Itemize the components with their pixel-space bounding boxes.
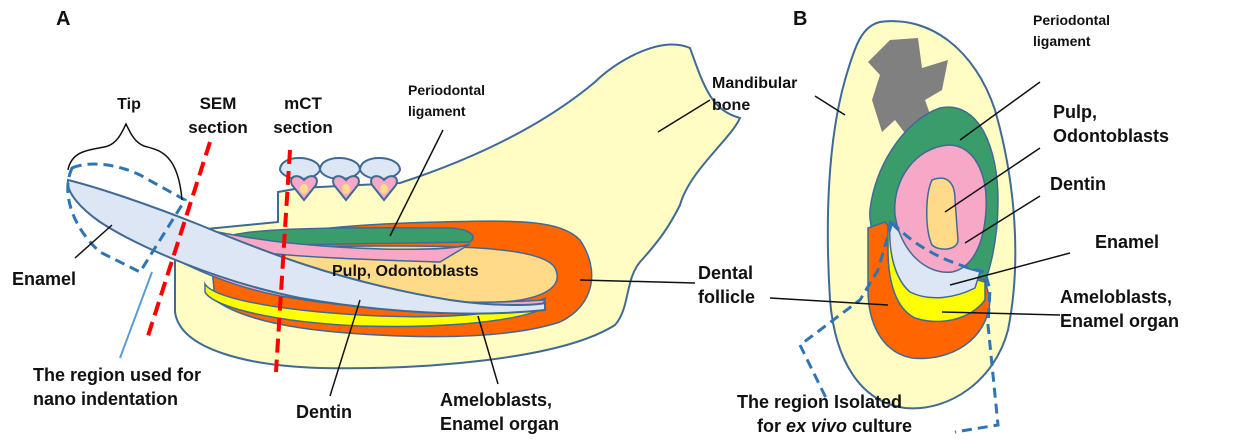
- label-isolated-region-2: for ex vivo culture: [757, 416, 912, 436]
- label-pulp-a: Pulp, Odontoblasts: [332, 263, 479, 280]
- label-ameloblast-a-2: Enamel organ: [440, 414, 559, 434]
- label-periodontal-a-1: Periodontal: [408, 82, 485, 98]
- label-pulp-b-1: Pulp,: [1053, 102, 1097, 122]
- label-ameloblast-b-2: Enamel organ: [1060, 311, 1179, 331]
- label-dentin-a: Dentin: [296, 402, 352, 422]
- panel-a-letter: A: [56, 8, 70, 30]
- panel-b-letter: B: [793, 8, 807, 30]
- pulp-b: [927, 178, 958, 249]
- label-sem-section-1: SEM: [200, 94, 237, 113]
- label-ameloblast-a-1: Ameloblasts,: [440, 390, 552, 410]
- molar-teeth: [280, 158, 400, 200]
- label-nano-region-2: nano indentation: [33, 389, 178, 409]
- panel-b: B Periodontal ligament Pulp, Odontoblast…: [737, 8, 1179, 436]
- label-follicle-1: Dental: [698, 263, 753, 283]
- label-culture-suffix: culture: [847, 416, 912, 436]
- label-pulp-b-2: Odontoblasts: [1053, 126, 1169, 146]
- label-dentin-b: Dentin: [1050, 174, 1106, 194]
- label-ameloblast-b-1: Ameloblasts,: [1060, 287, 1172, 307]
- label-mandibular-1: Mandibular: [712, 75, 797, 92]
- label-enamel-b: Enamel: [1095, 232, 1159, 252]
- label-culture-italic: ex vivo: [786, 416, 847, 436]
- label-periodontal-a-2: ligament: [408, 103, 466, 119]
- label-culture-prefix: for: [757, 416, 786, 436]
- label-mct-section-2: section: [273, 118, 333, 137]
- label-follicle-2: follicle: [698, 287, 755, 307]
- label-periodontal-b-2: ligament: [1033, 33, 1091, 49]
- label-nano-region-1: The region used for: [33, 365, 201, 385]
- label-mct-section-1: mCT: [284, 94, 322, 113]
- label-mandibular-2: bone: [712, 97, 750, 114]
- nano-region-leader: [120, 272, 152, 358]
- label-enamel-a: Enamel: [12, 269, 76, 289]
- panel-a: A: [12, 8, 797, 434]
- label-sem-section-2: section: [188, 118, 248, 137]
- label-isolated-region-1: The region Isolated: [737, 392, 902, 412]
- label-periodontal-b-1: Periodontal: [1033, 12, 1110, 28]
- label-tip: Tip: [117, 96, 141, 113]
